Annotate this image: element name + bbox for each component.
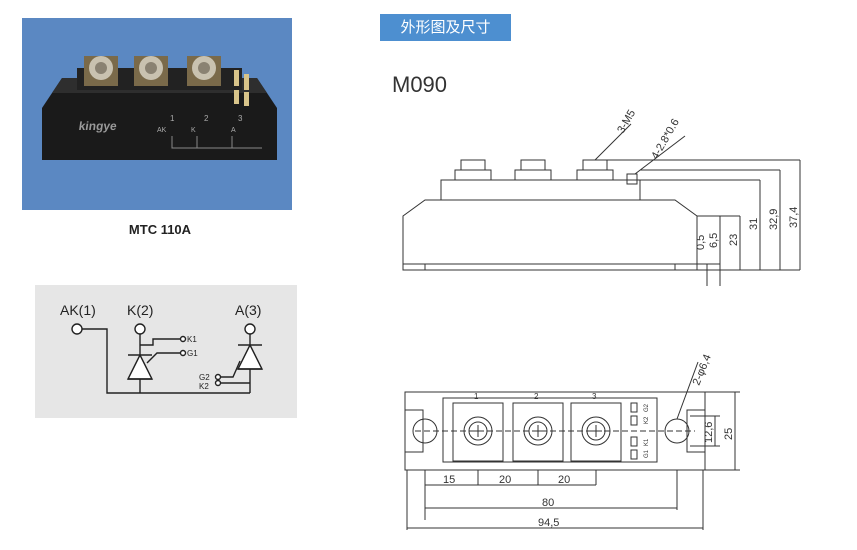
svg-text:K2: K2 xyxy=(644,416,650,424)
svg-text:K1: K1 xyxy=(644,438,650,446)
svg-text:2: 2 xyxy=(204,114,209,123)
section-title-tab: 外形图及尺寸 xyxy=(380,14,511,41)
svg-text:1: 1 xyxy=(170,114,175,123)
terminal-number-1: 1 xyxy=(474,392,479,401)
dim-20-b: 20 xyxy=(558,474,570,486)
dim-6-5: 6,5 xyxy=(708,233,720,248)
dim-80: 80 xyxy=(542,497,554,509)
svg-text:G1: G1 xyxy=(187,349,198,358)
dim-25: 25 xyxy=(723,428,735,440)
terminal-k-label: K(2) xyxy=(127,302,153,318)
terminal-screw-3 xyxy=(187,56,221,86)
dim-37-4: 37,4 xyxy=(788,207,800,228)
dim-94-5: 94,5 xyxy=(538,517,559,529)
dim-12-6: 12,6 xyxy=(703,422,715,443)
product-caption: MTC 110A xyxy=(128,222,192,237)
top-view-drawing: 1 2 3 G2 K2 K1 G1 2-φ6,4 15 20 20 80 94,… xyxy=(395,340,745,550)
svg-text:G2: G2 xyxy=(199,373,210,382)
dim-20-a: 20 xyxy=(499,474,511,486)
terminal-number-2: 2 xyxy=(534,392,539,401)
svg-text:A: A xyxy=(231,127,236,134)
svg-text:3: 3 xyxy=(238,114,243,123)
hole-callout: 2-φ6,4 xyxy=(691,353,714,387)
model-code: M090 xyxy=(392,72,448,97)
terminal-screw-1 xyxy=(84,56,118,86)
svg-text:K2: K2 xyxy=(199,382,209,391)
svg-text:K: K xyxy=(191,127,196,134)
bolt-callout: 3-M5 xyxy=(615,108,638,136)
svg-text:K1: K1 xyxy=(187,335,197,344)
side-view-drawing: 3-M5 4-2.8*0.6 0,5 6,5 23 31 32,9 37,4 xyxy=(395,88,835,303)
terminal-number-3: 3 xyxy=(592,392,597,401)
dim-15: 15 xyxy=(443,474,455,486)
dim-23: 23 xyxy=(728,234,740,246)
terminal-screw-2 xyxy=(134,56,168,86)
terminal-ak-label: AK(1) xyxy=(60,302,96,318)
svg-text:G1: G1 xyxy=(644,449,650,458)
dim-0-5: 0,5 xyxy=(695,235,707,250)
tab-callout: 4-2.8*0.6 xyxy=(649,117,682,162)
product-photo: kingye 1 2 3 AK K A xyxy=(22,18,292,210)
circuit-schematic: AK(1) K(2) A(3) K xyxy=(35,285,297,418)
svg-text:AK: AK xyxy=(157,127,167,134)
dim-32-9: 32,9 xyxy=(768,209,780,230)
svg-text:G2: G2 xyxy=(644,403,650,412)
brand-text: kingye xyxy=(78,119,118,133)
dim-31: 31 xyxy=(748,218,760,230)
terminal-a-label: A(3) xyxy=(235,302,261,318)
